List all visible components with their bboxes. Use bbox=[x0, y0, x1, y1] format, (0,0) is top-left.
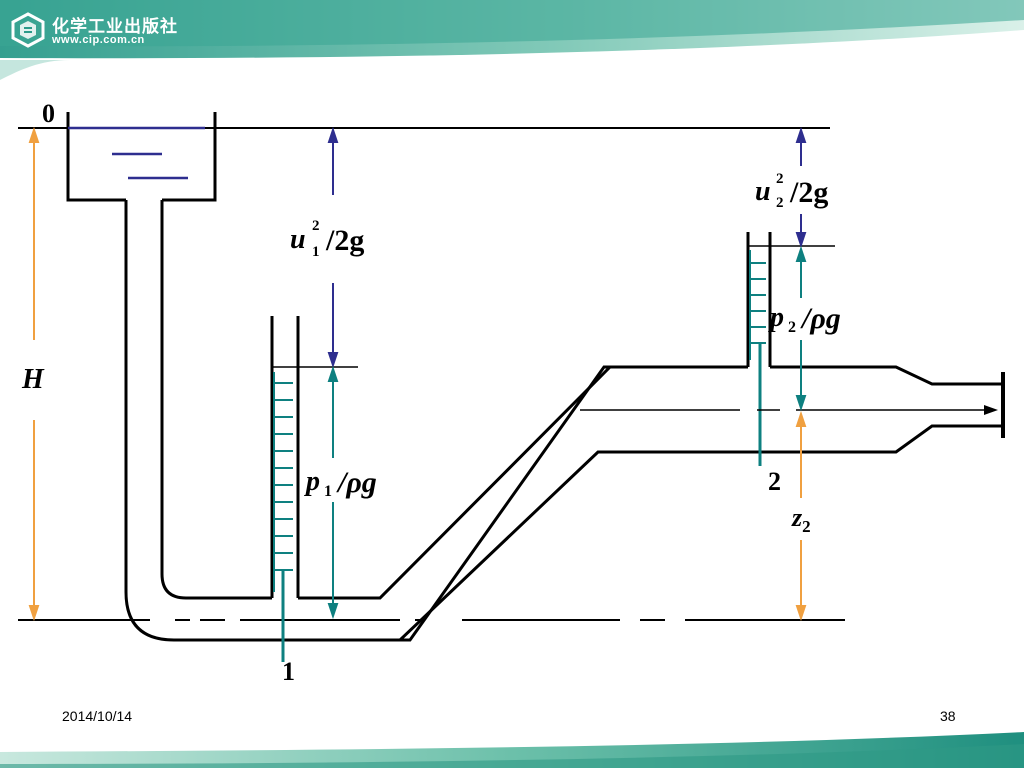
section-2-label: 2 bbox=[768, 467, 781, 496]
dimension-pressure-head-1 bbox=[327, 365, 339, 620]
svg-text:2: 2 bbox=[776, 195, 784, 211]
height-label-H: H bbox=[21, 364, 45, 395]
footer-date: 2014/10/14 bbox=[62, 708, 133, 724]
svg-text:/ρg: /ρg bbox=[336, 466, 377, 499]
publisher-name: 化学工业出版社 bbox=[52, 17, 178, 36]
publisher-url: www.cip.com.cn bbox=[52, 34, 145, 46]
svg-text:/2g: /2g bbox=[325, 224, 364, 257]
piezometer-1 bbox=[270, 316, 300, 598]
z2-label: z2 bbox=[791, 503, 811, 536]
svg-text:p: p bbox=[304, 466, 320, 497]
velocity-head-1-label: u 2 1 /2g bbox=[290, 218, 364, 260]
dimension-velocity-head-2 bbox=[795, 126, 807, 249]
svg-text:u: u bbox=[290, 224, 306, 255]
svg-text:2: 2 bbox=[776, 171, 784, 187]
tank bbox=[66, 112, 217, 202]
pipe-top-wall bbox=[770, 365, 1003, 386]
svg-text:/ρg: /ρg bbox=[800, 302, 841, 335]
flow-arrow bbox=[984, 405, 998, 415]
pipe-outer-wall bbox=[124, 200, 748, 642]
dimension-H bbox=[28, 126, 40, 622]
piezometer-1-scale bbox=[273, 372, 293, 592]
pressure-head-1-label: p 1 /ρg bbox=[304, 466, 377, 500]
dimension-velocity-head-1 bbox=[327, 126, 339, 369]
dimension-z2 bbox=[795, 410, 807, 622]
piezometer-2-scale bbox=[749, 250, 766, 360]
pressure-head-2-label: p 2 /ρg bbox=[768, 302, 841, 336]
svg-text:p: p bbox=[768, 302, 784, 333]
section-0-label: 0 bbox=[42, 99, 55, 128]
velocity-head-2-label: u 2 2 /2g bbox=[755, 171, 828, 211]
piezometer-2 bbox=[746, 232, 772, 367]
pipe-lower-wall bbox=[398, 424, 1003, 642]
svg-text:1: 1 bbox=[324, 483, 332, 500]
svg-text:/2g: /2g bbox=[789, 176, 828, 209]
svg-text:1: 1 bbox=[312, 244, 320, 260]
svg-text:2: 2 bbox=[788, 319, 796, 336]
svg-text:2: 2 bbox=[312, 218, 320, 234]
section-1-label: 1 bbox=[282, 657, 295, 686]
pipe-inner-wall bbox=[160, 200, 272, 600]
cip-logo-icon bbox=[11, 12, 45, 48]
svg-text:u: u bbox=[755, 176, 771, 207]
dimension-pressure-head-2 bbox=[795, 245, 807, 412]
pipe-upper-wall bbox=[298, 365, 612, 600]
page-number: 38 bbox=[940, 708, 956, 724]
